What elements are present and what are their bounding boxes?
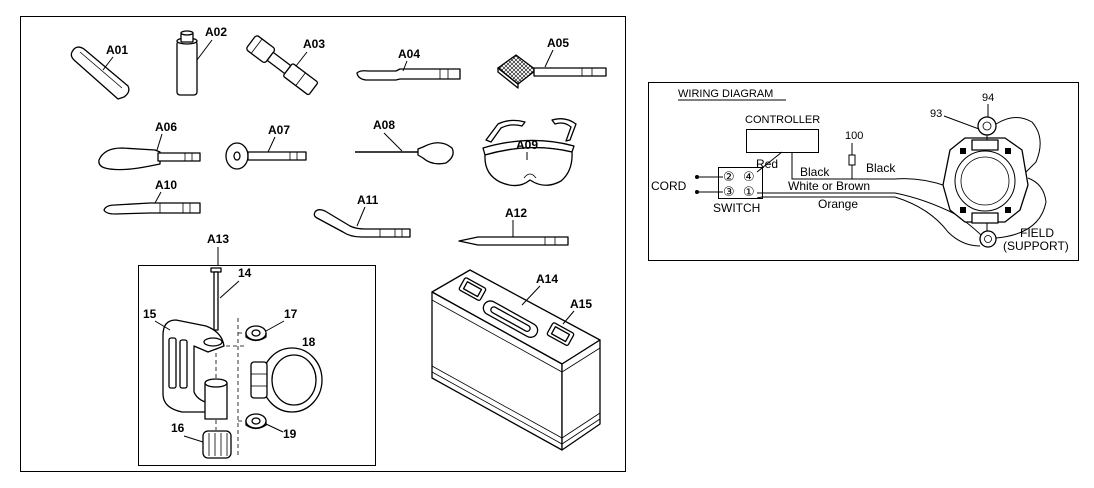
switch-terminal-2: ② [723, 170, 735, 185]
part-a12-drawing [458, 236, 569, 246]
leader-14 [219, 280, 240, 299]
part-93-label: 93 [930, 108, 942, 120]
wire-white-or-brown-label: White or Brown [788, 179, 870, 193]
part-18-clamp-ring [250, 347, 323, 413]
leader-a03 [295, 51, 308, 67]
support-label: (SUPPORT) [1003, 239, 1069, 253]
leader-a15 [562, 310, 575, 325]
controller-label: CONTROLLER [745, 114, 820, 126]
cord-label: CORD [651, 179, 687, 193]
switch-terminal-4: ④ [743, 170, 755, 185]
controller-box [746, 129, 819, 153]
wire-orange [756, 196, 981, 247]
switch-label: SWITCH [713, 201, 760, 215]
part-a08-drawing [355, 142, 454, 165]
wiring-title: WIRING DIAGRAM [678, 88, 773, 100]
field-label: FIELD [1020, 226, 1054, 240]
part-tube [204, 378, 228, 420]
wire-black [791, 152, 947, 187]
wire-red-label: Red [756, 157, 778, 171]
part-100-label: 100 [845, 130, 863, 142]
leader-a08 [383, 132, 403, 152]
part-17-nut [245, 325, 267, 342]
bottom-brush-holder [979, 230, 997, 248]
switch-box [718, 167, 763, 199]
part-label-a08: A08 [373, 118, 395, 132]
part-label-19: 19 [283, 427, 297, 441]
part-label-a13: A13 [207, 232, 229, 246]
leader-a10 [154, 191, 162, 204]
part-label-a03: A03 [303, 37, 325, 51]
part-94-label: 94 [982, 92, 994, 104]
part-label-a07: A07 [268, 123, 290, 137]
leader-a05 [544, 49, 554, 68]
wire-black-field-label: Black [866, 161, 896, 175]
leader-a01 [102, 56, 114, 71]
part-a05-drawing [496, 54, 607, 89]
part-label-a12: A12 [505, 206, 527, 220]
leader-17 [265, 320, 285, 332]
part-a03-drawing [246, 35, 319, 96]
switch-terminal-3: ③ [723, 185, 735, 200]
part-19-nut [245, 413, 267, 430]
part-a04-drawing [356, 68, 461, 81]
part-a01-drawing [70, 46, 130, 100]
part-label-a14: A14 [536, 272, 558, 286]
wire-red [756, 151, 783, 173]
exploded-view-drawing [162, 267, 323, 459]
leader-a11 [356, 206, 366, 227]
leader-a06 [156, 133, 163, 151]
part-14-bolt [210, 267, 222, 331]
part-label-a01: A01 [106, 43, 128, 57]
part-label-a11: A11 [357, 193, 379, 207]
leader-a02 [196, 39, 213, 61]
part-label-a10: A10 [155, 178, 177, 192]
part-label-a06: A06 [155, 120, 177, 134]
leader-15 [154, 320, 171, 331]
part-label-18: 18 [302, 335, 316, 349]
part-a07-drawing [225, 142, 307, 170]
wire-orange-label: Orange [818, 197, 858, 211]
part-a10-drawing [103, 202, 201, 215]
part-label-a05: A05 [547, 36, 569, 50]
leader-16 [183, 435, 204, 443]
leader-19 [265, 423, 284, 433]
leader-a04 [402, 60, 408, 72]
wire-black-controller-label: Black [800, 165, 830, 179]
part-16-nut [202, 430, 232, 459]
part-label-15: 15 [143, 307, 157, 321]
part-label-14: 14 [238, 266, 252, 280]
part-a09-drawing [482, 118, 577, 187]
part-label-a04: A04 [398, 47, 420, 61]
accessories-panel-frame [20, 16, 626, 472]
part-label-a15: A15 [570, 297, 592, 311]
part-94-brush-holder [977, 116, 997, 136]
field-support-assembly [942, 117, 1047, 239]
part-label-a02: A02 [205, 25, 227, 39]
leader-a14 [521, 285, 541, 306]
leader-a07 [267, 136, 276, 153]
part-a06-drawing [98, 147, 201, 171]
switch-terminal-1: ① [743, 185, 755, 200]
wiring-panel-frame [648, 82, 1079, 261]
part-15-housing [162, 319, 225, 413]
part-a02-drawing [176, 30, 198, 96]
part-label-a09: A09 [516, 138, 538, 152]
part-label-17: 17 [284, 307, 298, 321]
part-100-component [848, 143, 856, 179]
part-label-16: 16 [171, 421, 185, 435]
leader-93 [943, 115, 980, 130]
part-a11-drawing [313, 209, 411, 238]
part-a15-latch [458, 277, 575, 346]
exploded-view-frame [138, 265, 376, 466]
